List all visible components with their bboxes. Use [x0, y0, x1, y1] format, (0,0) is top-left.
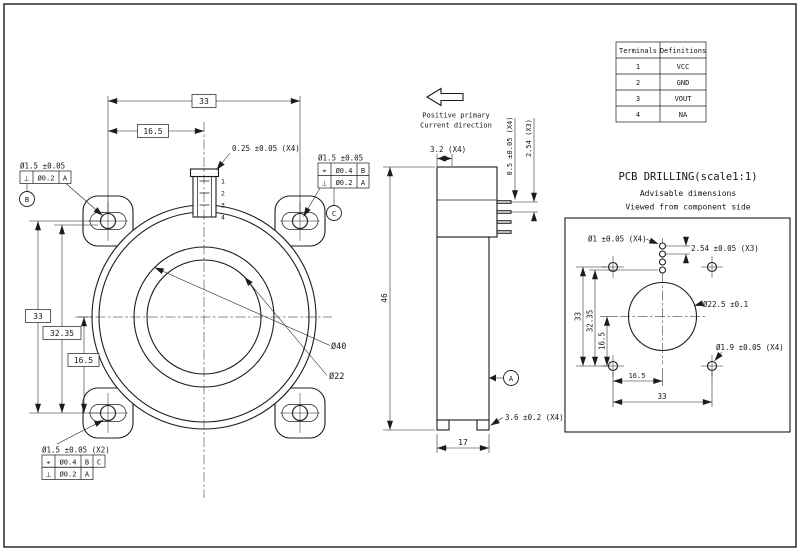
- side-body: [436, 166, 512, 431]
- gdt-frame-top-right: Ø1.5 ±0.05 ⌖ Ø0.4 B ⊥ Ø0.2 A C: [303, 154, 370, 221]
- front-top-dimensions: 33 16.5: [107, 94, 301, 212]
- side-view: Positive primary Current direction A: [380, 87, 564, 453]
- pcb-dim-16-5-bottom: 16.5: [629, 372, 646, 380]
- pcb-pitch-label: 2.54 ±0.05 (X3): [691, 244, 759, 253]
- pin-number-4: 4: [221, 214, 225, 222]
- sheet-border: [3, 3, 797, 548]
- gdt-tl-tolerance: Ø0.2: [38, 175, 55, 183]
- pcb-pin-holes: [658, 242, 667, 274]
- dim-left-16-5: 16.5: [74, 356, 93, 365]
- gdt-tl-datum-ref: A: [63, 175, 68, 183]
- dim-pin-length: 3.2 (X4): [430, 145, 466, 154]
- dim-foot: 3.6 ±0.2 (X4): [505, 413, 564, 422]
- gdt-tr-size: Ø1.5 ±0.05: [318, 154, 363, 163]
- pcb-bottom-dimensions: 16.5 33: [612, 368, 713, 407]
- dim-pin-pitch: 2.54 (X3): [525, 119, 533, 157]
- pcb-left-dimensions: 33 32.35 16.5: [574, 266, 658, 367]
- pcb-subtitle-1: Advisable dimensions: [640, 189, 737, 198]
- pcb-dim-16-5-left: 16.5: [598, 332, 607, 350]
- pin-number-1: 1: [221, 178, 225, 186]
- pcb-pin-hole-label: Ø1 ±0.05 (X4): [588, 235, 647, 244]
- gdt-tr-symbol-1: ⌖: [323, 167, 327, 175]
- table-row: 4 NA: [636, 111, 688, 119]
- pcb-dim-33-bottom: 33: [657, 392, 666, 401]
- mounting-holes: [88, 201, 320, 433]
- table-header-terminals: Terminals: [619, 47, 657, 55]
- gdt-frame-top-left: Ø1.5 ±0.05 ⊥ Ø0.2 A B: [19, 162, 103, 216]
- pin-number-2: 2: [221, 190, 225, 198]
- cell-terminal-3: 3: [636, 95, 640, 103]
- pcb-subtitle-2: Viewed from component side: [625, 203, 750, 212]
- front-view: 1 2 3 4 33 16.5 33 32.35 16: [19, 94, 370, 498]
- current-direction-note: Positive primary Current direction: [420, 87, 492, 130]
- cell-definition-4: NA: [679, 111, 688, 119]
- table-row: 2 GND: [636, 79, 689, 87]
- pcb-labels: Ø1 ±0.05 (X4) 2.54 ±0.05 (X3) Ø22.5 ±0.1…: [588, 235, 784, 362]
- dim-width-17: 17: [458, 438, 468, 447]
- pin-thickness-callout: 0.25 ±0.05 (X4): [216, 144, 300, 171]
- gdt-tl-size: Ø1.5 ±0.05: [20, 162, 65, 171]
- cell-definition-3: VOUT: [675, 95, 693, 103]
- pcb-dim-33-left: 33: [574, 312, 583, 321]
- front-left-dimensions: 33 32.35 16.5: [25, 220, 101, 414]
- dia-22-label: Ø22: [329, 371, 344, 382]
- dim-top-33: 33: [199, 97, 209, 106]
- pcb-peg-holes: [602, 256, 723, 377]
- datum-balloon-a: A: [509, 375, 514, 383]
- terminals-table: Terminals Definitions 1 VCC 2 GND 3 VOUT…: [615, 41, 707, 123]
- pin-thickness-label: 0.25 ±0.05 (X4): [232, 144, 300, 153]
- pcb-center-hole-label: Ø22.5 ±0.1: [703, 300, 748, 309]
- note-line-1: Positive primary: [422, 112, 489, 120]
- pcb-outline: [564, 217, 791, 433]
- cell-terminal-4: 4: [636, 111, 640, 119]
- gdt-tr-tolerance-2: Ø0.2: [336, 179, 353, 187]
- pcb-title: PCB DRILLING(scale1:1): [618, 171, 757, 183]
- pcb-center-hole: [627, 281, 698, 352]
- front-centerlines: [78, 122, 332, 498]
- pcb-dim-32-35: 32.35: [586, 310, 595, 333]
- dim-left-33: 33: [33, 312, 43, 321]
- diameter-callouts: Ø40 Ø22: [154, 267, 346, 382]
- gdt-bl-datum-ref-2: C: [97, 458, 101, 466]
- dia-40-label: Ø40: [331, 341, 346, 352]
- dim-top-16-5: 16.5: [143, 127, 162, 136]
- table-row: 1 VCC: [636, 63, 689, 71]
- gdt-tr-datum-ref-1: B: [361, 167, 365, 175]
- terminal-tab: 1 2 3 4: [189, 168, 225, 222]
- gdt-bl-size: Ø1.5 ±0.05 (X2): [42, 446, 110, 455]
- dim-pin-thickness: 0.5 ±0.05 (X4): [506, 116, 514, 175]
- pcb-drilling-view: PCB DRILLING(scale1:1) Advisable dimensi…: [564, 171, 791, 433]
- gdt-frame-bottom-left: Ø1.5 ±0.05 (X2) ⌖ Ø0.4 B C ⊥ Ø0.2 A: [41, 419, 110, 480]
- datum-a-flag: A: [489, 370, 519, 386]
- cell-terminal-1: 1: [636, 63, 640, 71]
- gdt-bl-tolerance-2: Ø0.2: [60, 471, 77, 479]
- cell-terminal-2: 2: [636, 79, 640, 87]
- side-dimensions: 46 17 3.2 (X4) 0.5 ±0.05 (X4) 2.54 (X3) …: [380, 116, 564, 453]
- current-direction-arrow-icon: [425, 87, 464, 107]
- gdt-bl-datum-ref-1: B: [85, 458, 89, 466]
- pin-number-3: 3: [221, 202, 225, 210]
- gdt-tl-symbol: ⊥: [23, 175, 29, 183]
- gdt-tr-tolerance-1: Ø0.4: [336, 167, 353, 175]
- dim-height-46: 46: [380, 293, 389, 303]
- cell-definition-1: VCC: [677, 63, 690, 71]
- gdt-bl-datum-ref-3: A: [85, 471, 90, 479]
- table-header-definitions: Definitions: [660, 47, 706, 55]
- cell-definition-2: GND: [677, 79, 690, 87]
- gdt-bl-symbol-1: ⌖: [47, 459, 51, 467]
- note-line-2: Current direction: [420, 122, 492, 130]
- datum-balloon-c: C: [332, 210, 336, 218]
- gdt-bl-tolerance-1: Ø0.4: [60, 458, 77, 466]
- datum-balloon-b: B: [25, 196, 29, 204]
- gdt-bl-symbol-2: ⊥: [45, 471, 51, 479]
- gdt-tr-symbol-2: ⊥: [321, 179, 327, 187]
- pcb-peg-hole-label: Ø1.9 ±0.05 (X4): [716, 343, 784, 352]
- dim-left-32-35: 32.35: [50, 329, 74, 338]
- gdt-tr-datum-ref-2: A: [361, 179, 366, 187]
- table-row: 3 VOUT: [636, 95, 692, 103]
